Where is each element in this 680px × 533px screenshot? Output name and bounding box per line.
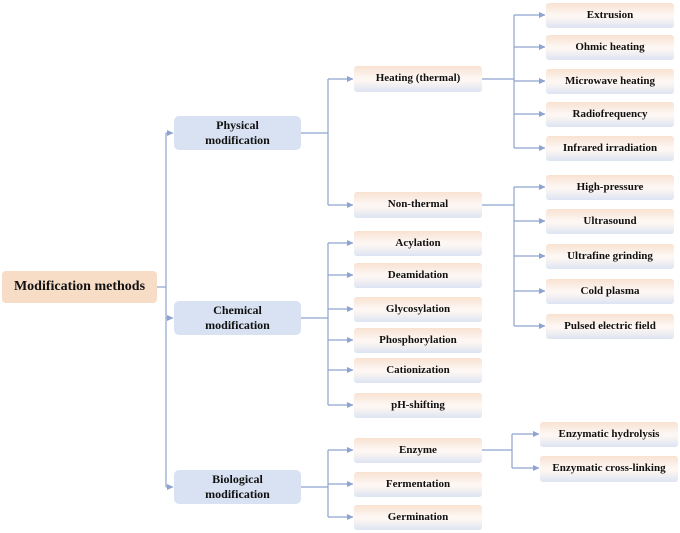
leaf-deamidation: Deamidation xyxy=(354,263,482,288)
leaf-cationization: Cationization xyxy=(354,358,482,383)
physical-modification-node: Physical modification xyxy=(174,116,301,150)
leaf-glycosylation: Glycosylation xyxy=(354,297,482,322)
leaf-ultrasound: Ultrasound xyxy=(546,209,674,234)
leaf-high-pressure: High-pressure xyxy=(546,175,674,200)
leaf-cold-plasma: Cold plasma xyxy=(546,279,674,304)
non-thermal-node: Non-thermal xyxy=(354,192,482,218)
leaf-enzymatic-cross-linking: Enzymatic cross-linking xyxy=(540,456,678,482)
leaf-microwave-heating: Microwave heating xyxy=(546,69,674,94)
leaf-extrusion: Extrusion xyxy=(546,3,674,28)
leaf-infrared-irradiation: Infrared irradiation xyxy=(546,136,674,161)
biological-modification-node: Biological modification xyxy=(174,470,301,504)
leaf-ph-shifting: pH-shifting xyxy=(354,393,482,418)
leaf-pulsed-electric-field: Pulsed electric field xyxy=(546,314,674,339)
leaf-enzymatic-hydrolysis: Enzymatic hydrolysis xyxy=(540,422,678,447)
chemical-modification-node: Chemical modification xyxy=(174,301,301,335)
leaf-phosphorylation: Phosphorylation xyxy=(354,328,482,353)
leaf-fermentation: Fermentation xyxy=(354,472,482,497)
leaf-ultrafine-grinding: Ultrafine grinding xyxy=(546,244,674,269)
heating-thermal-node: Heating (thermal) xyxy=(354,66,482,92)
root-node: Modification methods xyxy=(2,271,157,303)
leaf-germination: Germination xyxy=(354,505,482,530)
leaf-radiofrequency: Radiofrequency xyxy=(546,102,674,127)
leaf-ohmic-heating: Ohmic heating xyxy=(546,35,674,60)
enzyme-node: Enzyme xyxy=(354,438,482,463)
leaf-acylation: Acylation xyxy=(354,231,482,256)
